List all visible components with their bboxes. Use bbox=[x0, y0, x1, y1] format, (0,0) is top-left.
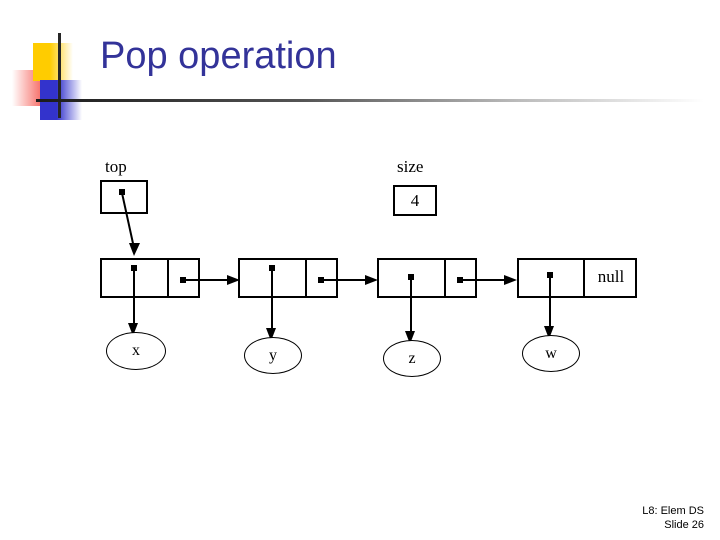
node-3-data-label: z bbox=[408, 349, 416, 367]
node-2-next-arrowhead bbox=[365, 275, 378, 285]
node-3-next-arrowhead bbox=[504, 275, 517, 285]
node-3-next-link bbox=[460, 279, 508, 281]
node-4-box bbox=[517, 258, 637, 298]
node-4-data-arrowhead bbox=[544, 326, 554, 339]
size-value: 4 bbox=[410, 191, 420, 210]
node-2-data-oval: y bbox=[244, 337, 302, 374]
node-1-data-oval: x bbox=[106, 332, 166, 370]
footer-slide-number: Slide 26 bbox=[664, 519, 704, 531]
node-3-data-link bbox=[410, 277, 412, 338]
size-box bbox=[393, 185, 437, 216]
size-label: size bbox=[397, 157, 424, 176]
node-2-data-link bbox=[271, 268, 273, 335]
node-4-data-link bbox=[549, 275, 551, 333]
node-1-data-arrowhead bbox=[128, 323, 138, 336]
title-divider bbox=[36, 99, 704, 102]
node-1-divider bbox=[167, 258, 169, 298]
top-pointer-label: top bbox=[105, 157, 127, 176]
node-2-data-label: y bbox=[269, 346, 277, 364]
node-2-next-link bbox=[321, 279, 369, 281]
footer-course: L8: Elem DS bbox=[642, 505, 704, 517]
node-1-data-link bbox=[133, 268, 135, 330]
top-pointer-box bbox=[100, 180, 148, 214]
node-4-data-oval: w bbox=[522, 335, 580, 372]
page-title: Pop operation bbox=[100, 35, 337, 77]
slide-footer: L8: Elem DS Slide 26 bbox=[642, 504, 704, 532]
logo-yellow-square bbox=[33, 43, 73, 81]
node-1-next-link bbox=[183, 279, 231, 281]
node-3-data-oval: z bbox=[383, 340, 441, 377]
node-1-data-label: x bbox=[132, 342, 140, 359]
node-2-divider bbox=[305, 258, 307, 298]
node-2-data-arrowhead bbox=[266, 328, 276, 341]
node-4-data-label: w bbox=[545, 344, 557, 362]
logo-vertical-rule bbox=[58, 33, 61, 118]
node-4-null-label: null bbox=[597, 267, 625, 286]
node-4-divider bbox=[583, 258, 585, 298]
node-1-next-arrowhead bbox=[227, 275, 240, 285]
top-pointer-dot bbox=[119, 189, 125, 195]
node-3-data-arrowhead bbox=[405, 331, 415, 344]
node-3-divider bbox=[444, 258, 446, 298]
